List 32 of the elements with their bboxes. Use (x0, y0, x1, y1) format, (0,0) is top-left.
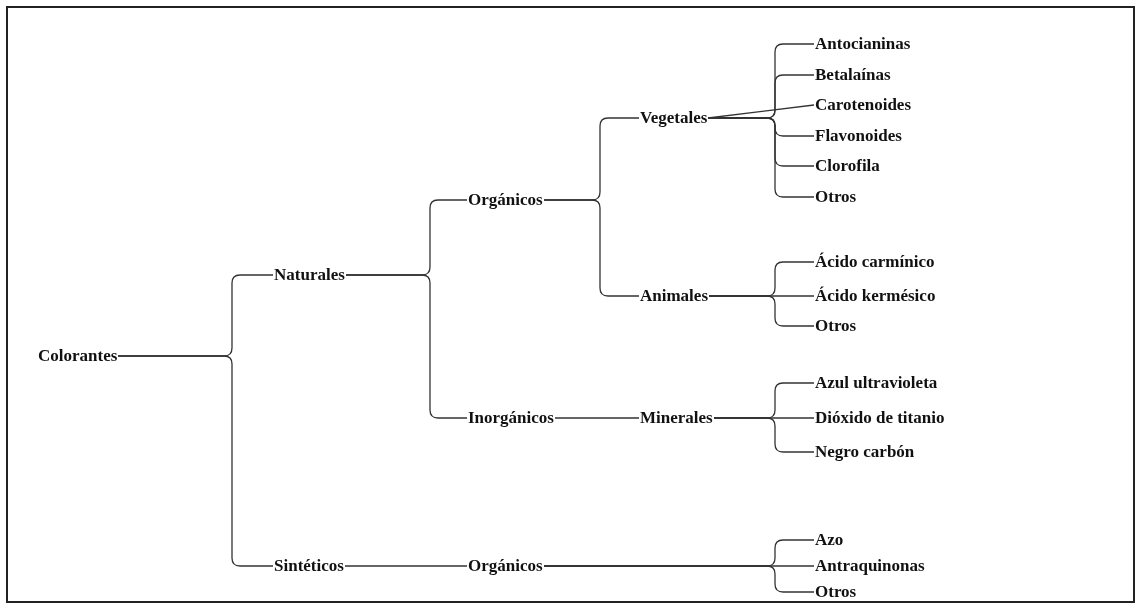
category-label: Otros (815, 184, 857, 210)
category-label: Betalaínas (815, 62, 891, 88)
category-label: Otros (815, 579, 857, 605)
category-label: Animales (640, 283, 708, 309)
category-label: Sintéticos (274, 553, 344, 579)
category-label: Azo (815, 527, 844, 553)
brace-connector (543, 199, 640, 297)
category-label: Clorofila (815, 153, 880, 179)
category-label: Vegetales (640, 105, 708, 131)
category-label: Flavonoides (815, 123, 902, 149)
category-label: Minerales (640, 405, 713, 431)
category-label: Negro carbón (815, 439, 915, 465)
category-label: Inorgánicos (468, 405, 554, 431)
category-label: Orgánicos (468, 187, 543, 213)
category-label: Antocianinas (815, 31, 911, 57)
category-label: Ácido kermésico (815, 283, 936, 309)
category-label: Dióxido de titanio (815, 405, 945, 431)
brace-connector (344, 565, 468, 567)
category-label: Naturales (274, 262, 345, 288)
category-label: Antraquinonas (815, 553, 925, 579)
category-label: Orgánicos (468, 553, 543, 579)
brace-connector (713, 417, 815, 453)
category-label: Otros (815, 313, 857, 339)
brace-connector (345, 274, 468, 419)
brace-connector (543, 565, 815, 593)
category-label: Ácido carmínico (815, 249, 935, 275)
category-label: Carotenoides (815, 92, 911, 118)
brace-connector (117, 355, 274, 567)
brace-connector (554, 417, 640, 419)
category-label: Colorantes (38, 343, 118, 369)
category-label: Azul ultravioleta (815, 370, 938, 396)
brace-connector (708, 295, 815, 327)
